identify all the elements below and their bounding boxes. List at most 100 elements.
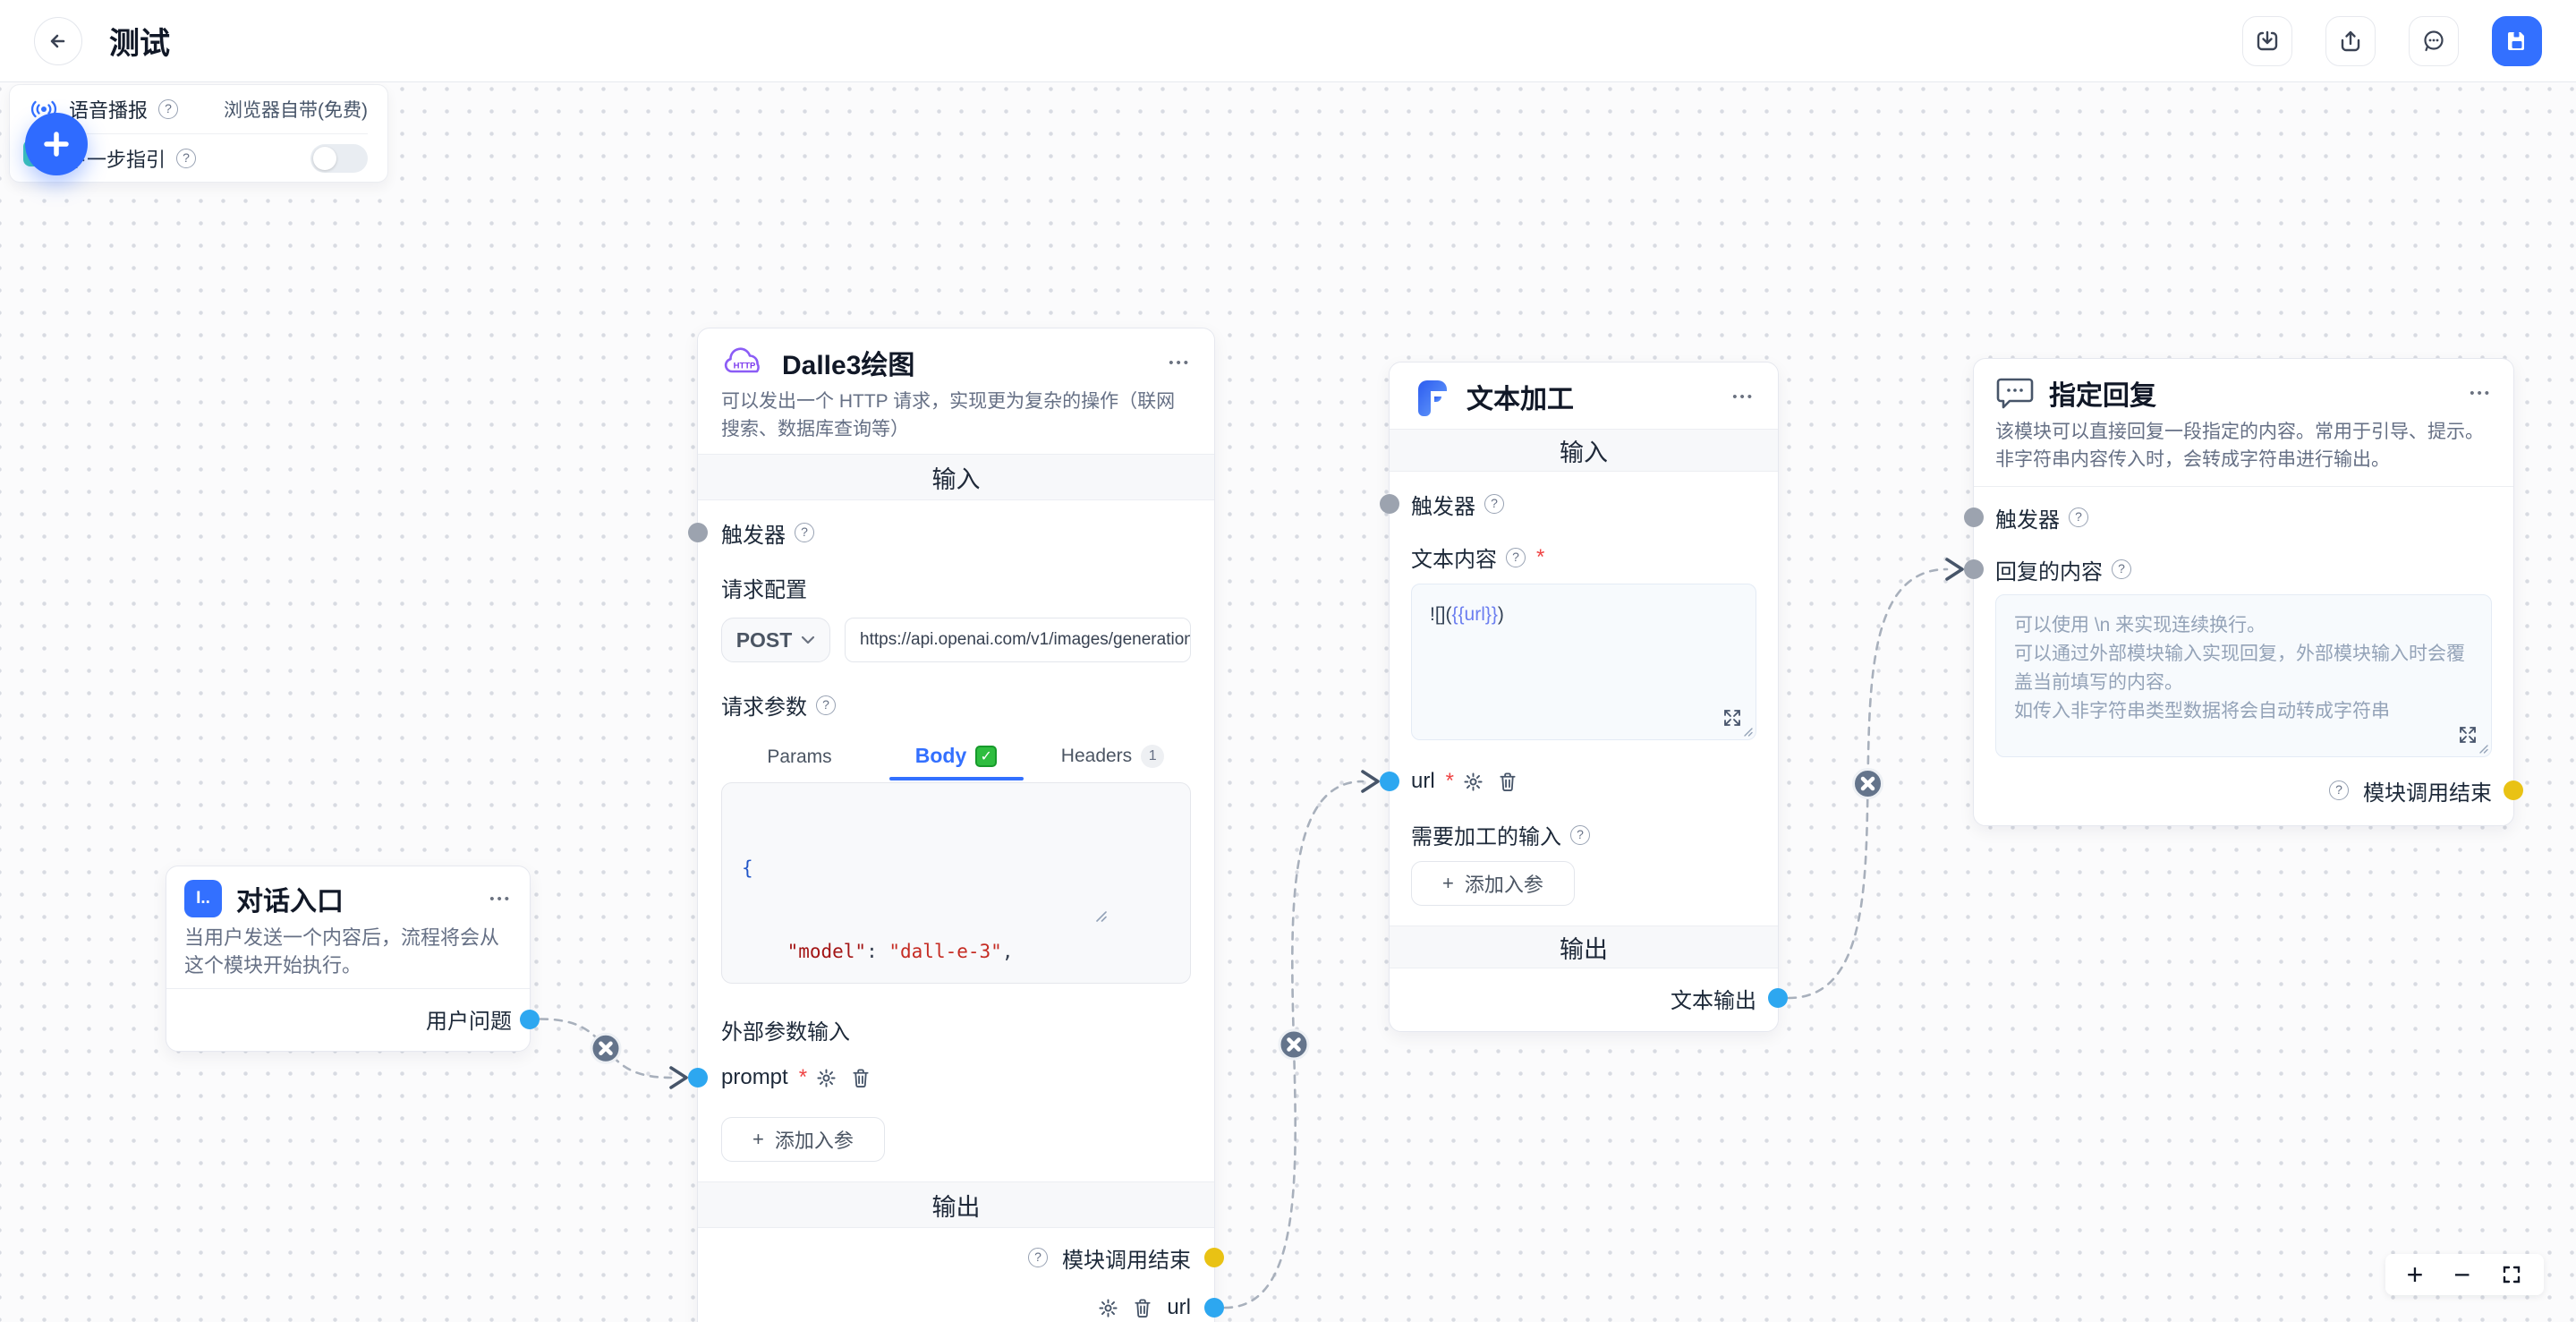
- delete-connection-button[interactable]: [590, 1032, 622, 1064]
- node-reply[interactable]: 指定回复 ••• 该模块可以直接回复一段指定的内容。常用于引导、提示。非字符串内…: [1964, 358, 2523, 826]
- help-icon[interactable]: ?: [1506, 547, 1526, 567]
- voice-broadcast-value[interactable]: 浏览器自带(免费): [224, 100, 368, 121]
- delete-param-button[interactable]: [1498, 772, 1518, 792]
- edit-output-button[interactable]: [1098, 1298, 1118, 1318]
- gear-icon: [1464, 772, 1483, 791]
- help-icon[interactable]: ?: [1028, 1248, 1048, 1267]
- add-input-param-button[interactable]: + 添加入参: [1411, 861, 1575, 906]
- tab-body-label: Body: [914, 744, 967, 767]
- reply-content-textarea[interactable]: 可以使用 \n 来实现连续换行。 可以通过外部模块输入实现回复，外部模块输入时会…: [1995, 594, 2492, 757]
- text-output-label: 文本输出: [1671, 988, 1756, 1013]
- zoom-in-button[interactable]: +: [2406, 1258, 2424, 1291]
- http-method-select[interactable]: POST: [721, 618, 830, 662]
- app-header: 测试: [0, 0, 2576, 82]
- tab-params[interactable]: Params: [721, 746, 878, 780]
- plus-icon: +: [752, 1128, 764, 1150]
- port-url-input[interactable]: [1380, 772, 1399, 791]
- save-icon: [2508, 31, 2524, 50]
- port-text-output[interactable]: [1768, 988, 1788, 1008]
- back-button[interactable]: [34, 16, 82, 65]
- help-icon[interactable]: ?: [2329, 780, 2349, 800]
- request-url-input[interactable]: https://api.openai.com/v1/images/generat…: [845, 618, 1191, 662]
- chat-entry-logo-icon: I..: [184, 880, 222, 917]
- node-menu-button[interactable]: •••: [1169, 354, 1191, 371]
- node-http-dalle3[interactable]: HTTP Dalle3绘图 ••• 可以发出一个 HTTP 请求，实现更为复杂的…: [688, 328, 1224, 1322]
- node-chat-entry[interactable]: I.. 对话入口 ••• 当用户发送一个内容后，流程将会从这个模块开始执行。 用…: [166, 866, 540, 1052]
- required-mark: *: [798, 1065, 808, 1089]
- add-input-param-button[interactable]: + 添加入参: [721, 1117, 885, 1162]
- fullscreen-button[interactable]: [2501, 1264, 2522, 1285]
- port-reply-content-input[interactable]: [1964, 559, 1984, 579]
- plus-icon: +: [1442, 872, 1454, 894]
- save-button[interactable]: [2492, 15, 2542, 66]
- tab-body[interactable]: Body ✓: [878, 744, 1034, 780]
- resize-handle[interactable]: [1094, 854, 1185, 977]
- textarea-placeholder-line: 可以通过外部模块输入实现回复，外部模块输入时会覆盖当前填写的内容。: [2014, 644, 2465, 693]
- expand-editor-button[interactable]: [2457, 724, 2478, 746]
- node-menu-button[interactable]: •••: [2470, 385, 2492, 401]
- resize-handle[interactable]: [2478, 743, 2488, 754]
- textarea-placeholder-line: 可以使用 \n 来实现连续换行。: [2014, 615, 2266, 635]
- help-icon[interactable]: ?: [795, 523, 814, 542]
- trash-icon: [1135, 1298, 1151, 1318]
- textarea-placeholder-line: 如传入非字符串类型数据将会自动转成字符串: [2014, 701, 2390, 721]
- node-menu-button[interactable]: •••: [489, 891, 512, 907]
- delete-param-button[interactable]: [851, 1068, 871, 1088]
- node-title: 文本加工: [1467, 385, 1574, 414]
- text-content-textarea[interactable]: ![]({{url}}): [1411, 584, 1756, 740]
- add-module-button[interactable]: [25, 113, 88, 175]
- feedback-button[interactable]: [2409, 15, 2459, 66]
- delete-connection-button[interactable]: [1278, 1028, 1310, 1061]
- delete-output-button[interactable]: [1133, 1298, 1152, 1318]
- wire-connection: [1787, 567, 1949, 1000]
- port-trigger-input[interactable]: [1964, 507, 1984, 527]
- edit-param-button[interactable]: [816, 1068, 837, 1088]
- tab-headers-label: Headers: [1060, 746, 1133, 766]
- http-method-value: POST: [735, 627, 793, 652]
- request-params-label: 请求参数: [721, 695, 807, 720]
- external-params-label: 外部参数输入: [721, 1020, 850, 1045]
- export-button[interactable]: [2325, 15, 2376, 66]
- help-icon[interactable]: ?: [1570, 824, 1590, 845]
- voice-broadcast-row[interactable]: 语音播报 ? 浏览器自带(免费): [30, 85, 368, 133]
- port-user-question-output[interactable]: [520, 1009, 540, 1029]
- port-trigger-input[interactable]: [1380, 494, 1399, 514]
- wire-arrow-chevron: [669, 1066, 688, 1089]
- body-json-editor[interactable]: { "model": "dall-e-3", "prompt": "{{prom…: [721, 782, 1191, 984]
- help-icon[interactable]: ?: [2112, 559, 2131, 579]
- toggle-knob: [313, 146, 336, 170]
- http-module-icon: HTTP: [724, 347, 760, 373]
- help-icon[interactable]: ?: [1484, 494, 1504, 514]
- port-trigger-input[interactable]: [688, 523, 708, 542]
- close-icon: [1287, 1037, 1301, 1052]
- zoom-out-button[interactable]: −: [2453, 1258, 2470, 1291]
- canvas-zoom-controls: + −: [2385, 1254, 2544, 1295]
- output-section-bar: 输出: [698, 1181, 1214, 1228]
- port-url-output[interactable]: [1204, 1298, 1224, 1318]
- help-icon[interactable]: ?: [158, 99, 179, 119]
- wire-arrow-chevron: [1361, 770, 1380, 793]
- text-process-logo-icon: [1418, 380, 1447, 416]
- delete-connection-button[interactable]: [1852, 768, 1883, 800]
- port-module-end-output[interactable]: [2504, 780, 2523, 800]
- port-prompt-input[interactable]: [688, 1068, 708, 1087]
- node-title: Dalle3绘图: [782, 351, 915, 380]
- node-menu-button[interactable]: •••: [1732, 388, 1755, 405]
- content-variable-token: {{url}}: [1451, 604, 1498, 625]
- resize-handle[interactable]: [1742, 726, 1753, 737]
- tab-headers[interactable]: Headers 1: [1034, 745, 1191, 780]
- expand-editor-button[interactable]: [1722, 707, 1743, 729]
- port-module-end-output[interactable]: [1204, 1248, 1224, 1267]
- edit-param-button[interactable]: [1463, 772, 1484, 792]
- trigger-label: 触发器: [1411, 494, 1475, 519]
- help-icon[interactable]: ?: [2069, 507, 2088, 527]
- help-icon[interactable]: ?: [176, 148, 197, 168]
- node-text-process[interactable]: 文本加工 ••• 输入 触发器 ? 文本内容 ?* ![]({{url}}): [1380, 362, 1788, 1032]
- body-valid-check-icon: ✓: [975, 745, 998, 767]
- help-icon[interactable]: ?: [816, 695, 836, 715]
- import-button[interactable]: [2242, 15, 2292, 66]
- next-step-guide-toggle[interactable]: [310, 143, 368, 173]
- chevron-down-icon: [802, 635, 815, 644]
- add-input-param-label: 添加入参: [774, 1130, 854, 1152]
